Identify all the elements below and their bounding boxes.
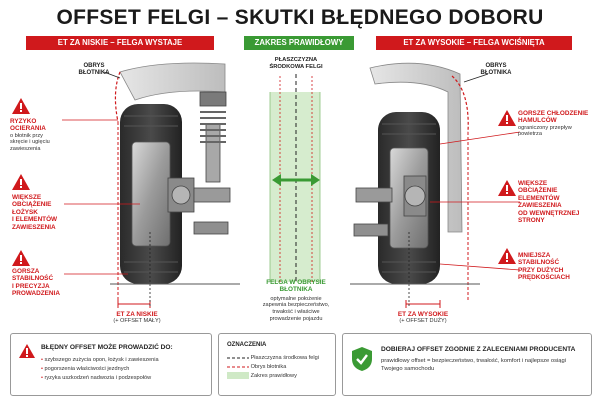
right-warning-1: GORSZE CHŁODZENIE HAMULCÓW ograniczony p… (518, 110, 598, 138)
warning-title: GORSZA STABILNOŚĆ I PRECYZJA PROWADZENIA (12, 268, 60, 298)
correct-zone (270, 92, 320, 282)
center-plane-label: PŁASZCZYZNA ŚRODKOWA FELGI (269, 57, 323, 70)
warning-title: RYZYKO OCIERANIA (10, 118, 46, 133)
warning-title: MNIEJSZA STABILNOŚĆ PRZY DUŻYCH PRĘDKOŚC… (518, 252, 570, 282)
right-et-label: ET ZA WYSOKIE (+ OFFSET DUŻY) (378, 311, 468, 325)
warning-icon (498, 180, 516, 196)
consequences-list: • szybszego zużycia opon, łożysk i zawie… (41, 356, 209, 383)
ok-title: FELGA W OBRYSIE BŁOTNIKA (266, 279, 326, 294)
right-warning-3: MNIEJSZA STABILNOŚĆ PRZY DUŻYCH PRĘDKOŚC… (518, 252, 598, 282)
right-warning-icons (498, 110, 516, 264)
shield-check-icon (352, 347, 372, 371)
right-control-arm (355, 187, 393, 203)
header-et-too-low: ET ZA NISKIE – FELGA WYSTAJE (26, 36, 214, 50)
left-et-label: ET ZA NISKIE (+ OFFSET MAŁY) (92, 311, 182, 325)
offset-illustration (12, 62, 521, 308)
warning-desc: ograniczony przepływ powietrza (518, 124, 572, 138)
right-fender-outline (451, 75, 469, 133)
center-ok-label: FELGA W OBRYSIE BŁOTNIKA optymalne położ… (238, 279, 354, 322)
list-item: • pogorszenia właściwości jezdnych (41, 366, 130, 372)
left-fender-outline (114, 71, 121, 123)
warning-icon (498, 248, 516, 264)
right-wheel-assembly (350, 62, 480, 308)
warning-icon (12, 250, 30, 266)
consequences-title: BŁĘDNY OFFSET MOŻE PROWADZIĆ DO: (41, 344, 173, 351)
legend-box: OZNACZENIA Płaszczyzna środkowa felgi Ob… (218, 333, 336, 396)
right-warning-2: WIĘKSZE OBCIĄŻENIE ELEMENTÓW ZAWIESZENIA… (518, 180, 598, 224)
et-title: ET ZA WYSOKIE (397, 311, 449, 318)
left-fender (119, 62, 226, 101)
warning-icon (12, 98, 30, 114)
consequences-box: BŁĘDNY OFFSET MOŻE PROWADZIĆ DO: • szybs… (10, 333, 212, 396)
et-title: ET ZA NISKIE (116, 311, 158, 318)
warning-icon (498, 110, 516, 126)
left-control-arm (193, 187, 231, 203)
left-warning-icons (12, 98, 30, 266)
left-strut (205, 123, 221, 183)
warning-desc: o błotnik przy skręcie i ugięciu zawiesz… (10, 132, 50, 152)
header-correct-range: ZAKRES PRAWIDŁOWY (244, 36, 354, 50)
left-warning-1: RYZYKO OCIERANIA o błotnik przy skręcie … (10, 118, 80, 153)
warning-title: WIĘKSZE OBCIĄŻENIE ŁOŻYSK I ELEMENTÓW ZA… (12, 194, 58, 231)
list-item: • szybszego zużycia opon, łożysk i zawie… (41, 357, 159, 363)
legend-list: Płaszczyzna środkowa felgi Obrys błotnik… (227, 354, 331, 381)
legend-item-fender: Obrys błotnika (227, 364, 287, 370)
right-fender-label: OBRYS BŁOTNIKA (480, 63, 512, 76)
left-wheel-assembly (110, 62, 240, 308)
warning-icon (12, 174, 30, 190)
header-et-too-high: ET ZA WYSOKIE – FELGA WCIŚNIĘTA (376, 36, 572, 50)
legend-title: OZNACZENIA (227, 342, 267, 348)
et-sub: (+ OFFSET DUŻY) (399, 318, 447, 325)
right-fender (369, 62, 463, 233)
left-warning-2: WIĘKSZE OBCIĄŻENIE ŁOŻYSK I ELEMENTÓW ZA… (12, 194, 82, 231)
warning-icon (19, 344, 35, 358)
legend-item-zone: Zakres prawidłowy (227, 372, 331, 381)
recommendation-title: DOBIERAJ OFFSET ZGODNIE Z ZALECENIAMI PR… (381, 346, 576, 353)
left-rim (131, 141, 171, 247)
center-diagram (269, 74, 321, 282)
warning-title: GORSZE CHŁODZENIE HAMULCÓW (518, 110, 589, 125)
recommendation-desc: prawidłowy offset = bezpieczeństwo, trwa… (381, 358, 566, 372)
legend-item-center-plane: Płaszczyzna środkowa felgi (227, 355, 319, 361)
left-warning-3: GORSZA STABILNOŚĆ I PRECYZJA PROWADZENIA (12, 268, 82, 298)
page-title: OFFSET FELGI – SKUTKI BŁĘDNEGO DOBORU (56, 6, 544, 29)
recommendation-box: DOBIERAJ OFFSET ZGODNIE Z ZALECENIAMI PR… (342, 333, 592, 396)
list-item: • ryzyka uszkodzeń nadwozia i podzespołó… (41, 375, 152, 381)
ok-desc: optymalne położenie zapewnia bezpieczeńs… (262, 295, 330, 322)
et-sub: (+ OFFSET MAŁY) (113, 318, 161, 325)
warning-title: WIĘKSZE OBCIĄŻENIE ELEMENTÓW ZAWIESZENIA… (518, 180, 580, 225)
left-fender-label: OBRYS BŁOTNIKA (78, 63, 110, 76)
